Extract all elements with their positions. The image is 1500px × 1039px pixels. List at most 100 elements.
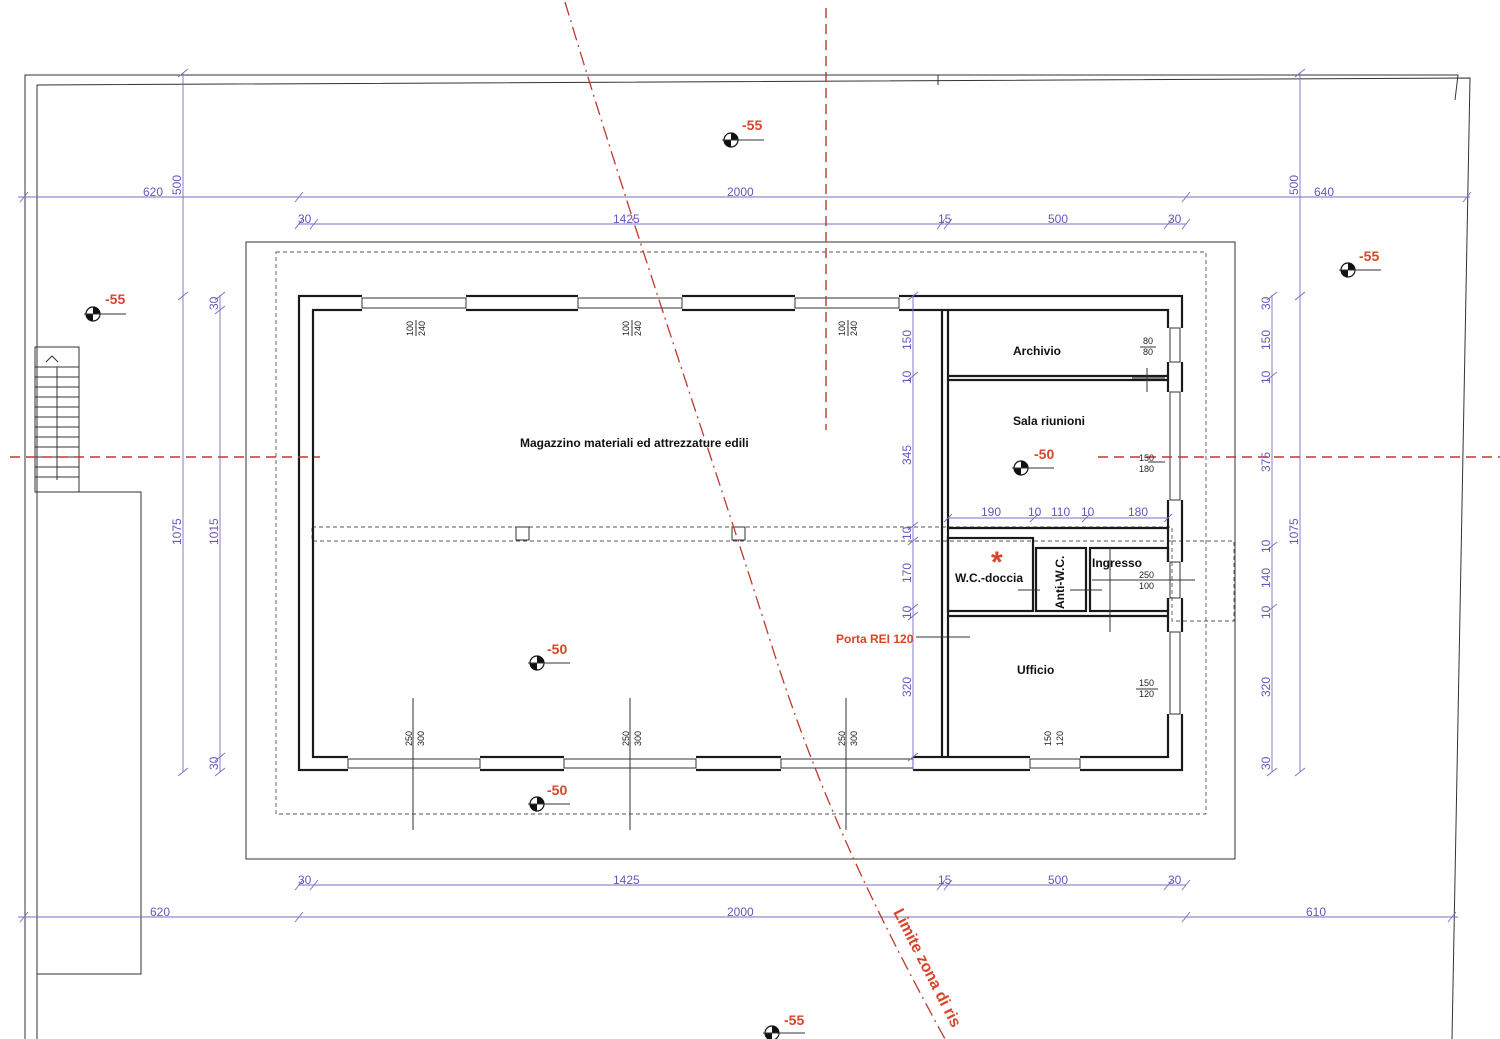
sala-window: 180 xyxy=(1139,464,1154,474)
footprint-dashed xyxy=(275,251,1207,815)
site-boundary xyxy=(24,74,1471,1039)
level-right: -55 xyxy=(1359,248,1379,264)
dim-500: 500 xyxy=(1048,212,1068,226)
ufficio-window: 120 xyxy=(1139,689,1154,699)
dim-190: 190 xyxy=(981,505,1001,519)
dim-10: 10 xyxy=(1028,505,1042,519)
window-height: 240 xyxy=(633,321,643,336)
dim-2000-top: 2000 xyxy=(727,185,754,199)
dim-10-v: 10 xyxy=(1259,539,1273,553)
room-archivio: Archivio xyxy=(1013,344,1061,358)
dim-30-v: 30 xyxy=(207,756,221,770)
staircase xyxy=(34,346,142,975)
dim-345: 345 xyxy=(900,445,914,465)
dim-30-v: 30 xyxy=(1259,756,1273,770)
level-markers xyxy=(84,132,1381,1039)
dim-320: 320 xyxy=(900,677,914,697)
window-width: 100 xyxy=(621,321,631,336)
dim-30: 30 xyxy=(298,873,312,887)
dim-170: 170 xyxy=(900,563,914,583)
archivio-window: 80 xyxy=(1143,336,1153,346)
ufficio-window: 150 xyxy=(1139,678,1154,688)
archivio-window: 80 xyxy=(1143,347,1153,357)
dim-150: 150 xyxy=(1259,330,1273,350)
window-width: 100 xyxy=(837,321,847,336)
level-bottom: -55 xyxy=(784,1012,804,1028)
ufficio-window-bottom: 120 xyxy=(1055,731,1065,746)
dim-10-v: 10 xyxy=(900,605,914,619)
window-height: 240 xyxy=(417,321,427,336)
dim-10-v: 10 xyxy=(900,370,914,384)
dim-610: 610 xyxy=(1306,905,1326,919)
dim-1075-right: 1075 xyxy=(1287,518,1301,545)
ufficio-window-bottom: 150 xyxy=(1043,731,1053,746)
pillar xyxy=(515,526,530,541)
dim-1075-left: 1075 xyxy=(170,518,184,545)
dim-30: 30 xyxy=(1168,873,1182,887)
dim-500: 500 xyxy=(1048,873,1068,887)
dim-15: 15 xyxy=(938,873,952,887)
dim-110: 110 xyxy=(1051,505,1070,519)
dim-180: 180 xyxy=(1128,505,1148,519)
room-ingresso: Ingresso xyxy=(1092,556,1142,570)
door-width: 250 xyxy=(404,731,414,746)
dimension-lines xyxy=(18,68,1472,923)
level-sala: -50 xyxy=(1034,446,1054,462)
dim-10: 10 xyxy=(1081,505,1095,519)
pillar xyxy=(731,526,746,541)
dim-320: 320 xyxy=(1259,677,1273,697)
opening-labels: 100 240 100 240 100 240 250 300 250 300 … xyxy=(404,320,1158,746)
dim-640: 640 xyxy=(1314,185,1334,199)
dimension-texts: 620 2000 640 30 1425 15 500 30 30 1425 1… xyxy=(143,185,1334,919)
door-height: 300 xyxy=(849,731,859,746)
dim-15: 15 xyxy=(938,212,952,226)
window-frames xyxy=(347,297,1181,769)
dim-30-v: 30 xyxy=(207,296,221,310)
dim-140: 140 xyxy=(1259,568,1273,588)
room-anti-wc: Anti-W.C. xyxy=(1053,556,1067,609)
windows xyxy=(348,293,1185,773)
dim-10-v: 10 xyxy=(1259,370,1273,384)
dim-375: 375 xyxy=(1259,452,1273,472)
dim-500-left: 500 xyxy=(170,175,184,195)
level-magazzino: -50 xyxy=(547,641,567,657)
dim-1425: 1425 xyxy=(613,212,640,226)
door-height: 300 xyxy=(416,731,426,746)
window-height: 240 xyxy=(849,321,859,336)
dim-30: 30 xyxy=(1168,212,1182,226)
opening-markers xyxy=(412,368,1195,830)
level-top: -55 xyxy=(742,117,762,133)
platform-outline xyxy=(245,241,1236,860)
asterisk-icon: * xyxy=(991,546,1003,579)
room-wc-doccia: W.C.-doccia xyxy=(955,571,1023,585)
building-walls xyxy=(297,294,1184,772)
dim-2000-bottom: 2000 xyxy=(727,905,754,919)
ingresso-door: 100 xyxy=(1139,581,1154,591)
dim-30-v: 30 xyxy=(1259,296,1273,310)
dim-500-right: 500 xyxy=(1287,175,1301,195)
dim-1015: 1015 xyxy=(207,518,221,545)
sala-window: 150 xyxy=(1139,453,1154,463)
ingresso-door: 250 xyxy=(1139,570,1154,580)
dim-1425: 1425 xyxy=(613,873,640,887)
canopy-dashed xyxy=(1171,540,1235,622)
limit-label: Limite zona di ris xyxy=(889,906,964,1030)
door-label: Porta REI 120 xyxy=(836,632,914,646)
level-left: -55 xyxy=(105,291,125,307)
door-width: 250 xyxy=(837,731,847,746)
level-below: -50 xyxy=(547,782,567,798)
room-magazzino: Magazzino materiali ed attrezzature edil… xyxy=(520,436,749,450)
dim-10-v: 10 xyxy=(1259,605,1273,619)
vertical-dimension-texts: 500 1075 30 1015 30 150 10 345 10 170 10… xyxy=(170,175,1301,770)
room-sala-riunioni: Sala riunioni xyxy=(1013,414,1085,428)
room-ufficio: Ufficio xyxy=(1017,663,1054,677)
door-height: 300 xyxy=(633,731,643,746)
dim-10-v: 10 xyxy=(900,526,914,540)
dim-620-top: 620 xyxy=(143,185,163,199)
dim-30: 30 xyxy=(298,212,312,226)
dim-150: 150 xyxy=(900,330,914,350)
dim-620-bottom: 620 xyxy=(150,905,170,919)
door-width: 250 xyxy=(621,731,631,746)
window-width: 100 xyxy=(405,321,415,336)
